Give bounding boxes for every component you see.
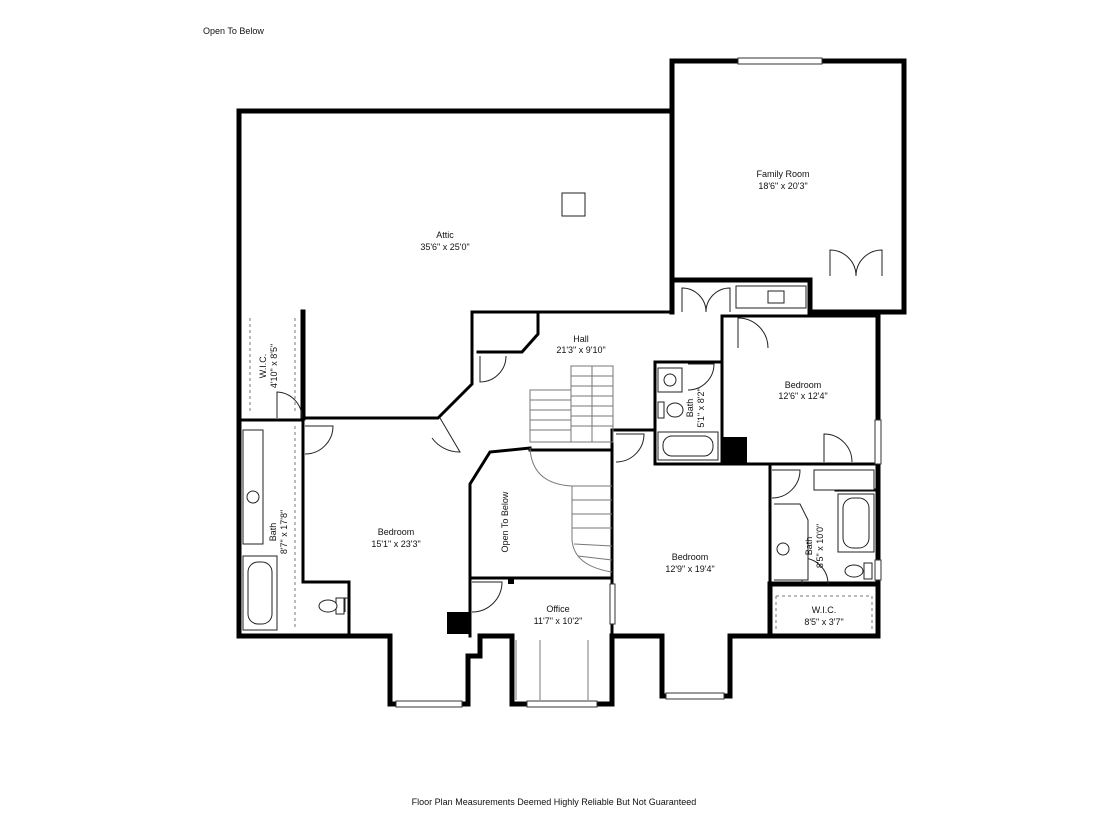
- room-name-bedroom-right-top: Bedroom: [785, 380, 822, 390]
- footer-note: Floor Plan Measurements Deemed Highly Re…: [411, 797, 697, 807]
- room-name-bath-right: Bath: [804, 537, 814, 556]
- room-name-bath-left: Bath: [268, 523, 278, 542]
- room-dims-bath-right: 8'5" x 10'0": [815, 524, 825, 568]
- solid-blocks: [447, 437, 747, 634]
- room-dims-bedroom-left: 15'1" x 23'3": [371, 539, 420, 549]
- room-dims-bath-left: 8'7" x 17'8": [279, 510, 289, 554]
- room-dims-wic-left: 4'10" x 8'5": [269, 344, 279, 388]
- room-dims-bedroom-center: 12'9" x 19'4": [665, 564, 714, 574]
- room-name-attic: Attic: [436, 230, 454, 240]
- room-name-family-room: Family Room: [756, 169, 809, 179]
- room-dims-family-room: 18'6" x 20'3": [758, 181, 807, 191]
- room-dims-bedroom-right-top: 12'6" x 12'4": [778, 391, 827, 401]
- room-name-bedroom-left: Bedroom: [378, 527, 415, 537]
- room-labels: Attic 35'6" x 25'0" Family Room 18'6" x …: [258, 169, 844, 627]
- room-dims-office: 11'7" x 10'2": [534, 616, 583, 626]
- room-name-bedroom-center: Bedroom: [672, 552, 709, 562]
- room-name-open-to-below: Open To Below: [500, 491, 510, 552]
- doors: [276, 249, 883, 613]
- room-name-wic-left: W.I.C.: [258, 354, 268, 379]
- room-dims-bath-center: 5'1" x 8'2": [696, 388, 706, 427]
- windows: [395, 57, 882, 708]
- interior-walls: [237, 310, 880, 638]
- room-name-hall: Hall: [573, 334, 589, 344]
- room-dims-attic: 35'6" x 25'0": [420, 242, 469, 252]
- exterior-walls: [236, 58, 907, 707]
- fixtures: [242, 192, 875, 700]
- room-name-bath-center: Bath: [685, 399, 695, 418]
- room-dims-hall: 21'3" x 9'10": [556, 345, 605, 355]
- room-dims-wic-right: 8'5" x 3'7": [804, 617, 843, 627]
- header-note: Open To Below: [203, 26, 264, 36]
- stairs: [529, 365, 614, 573]
- room-name-office: Office: [546, 604, 569, 614]
- room-name-wic-right: W.I.C.: [812, 605, 837, 615]
